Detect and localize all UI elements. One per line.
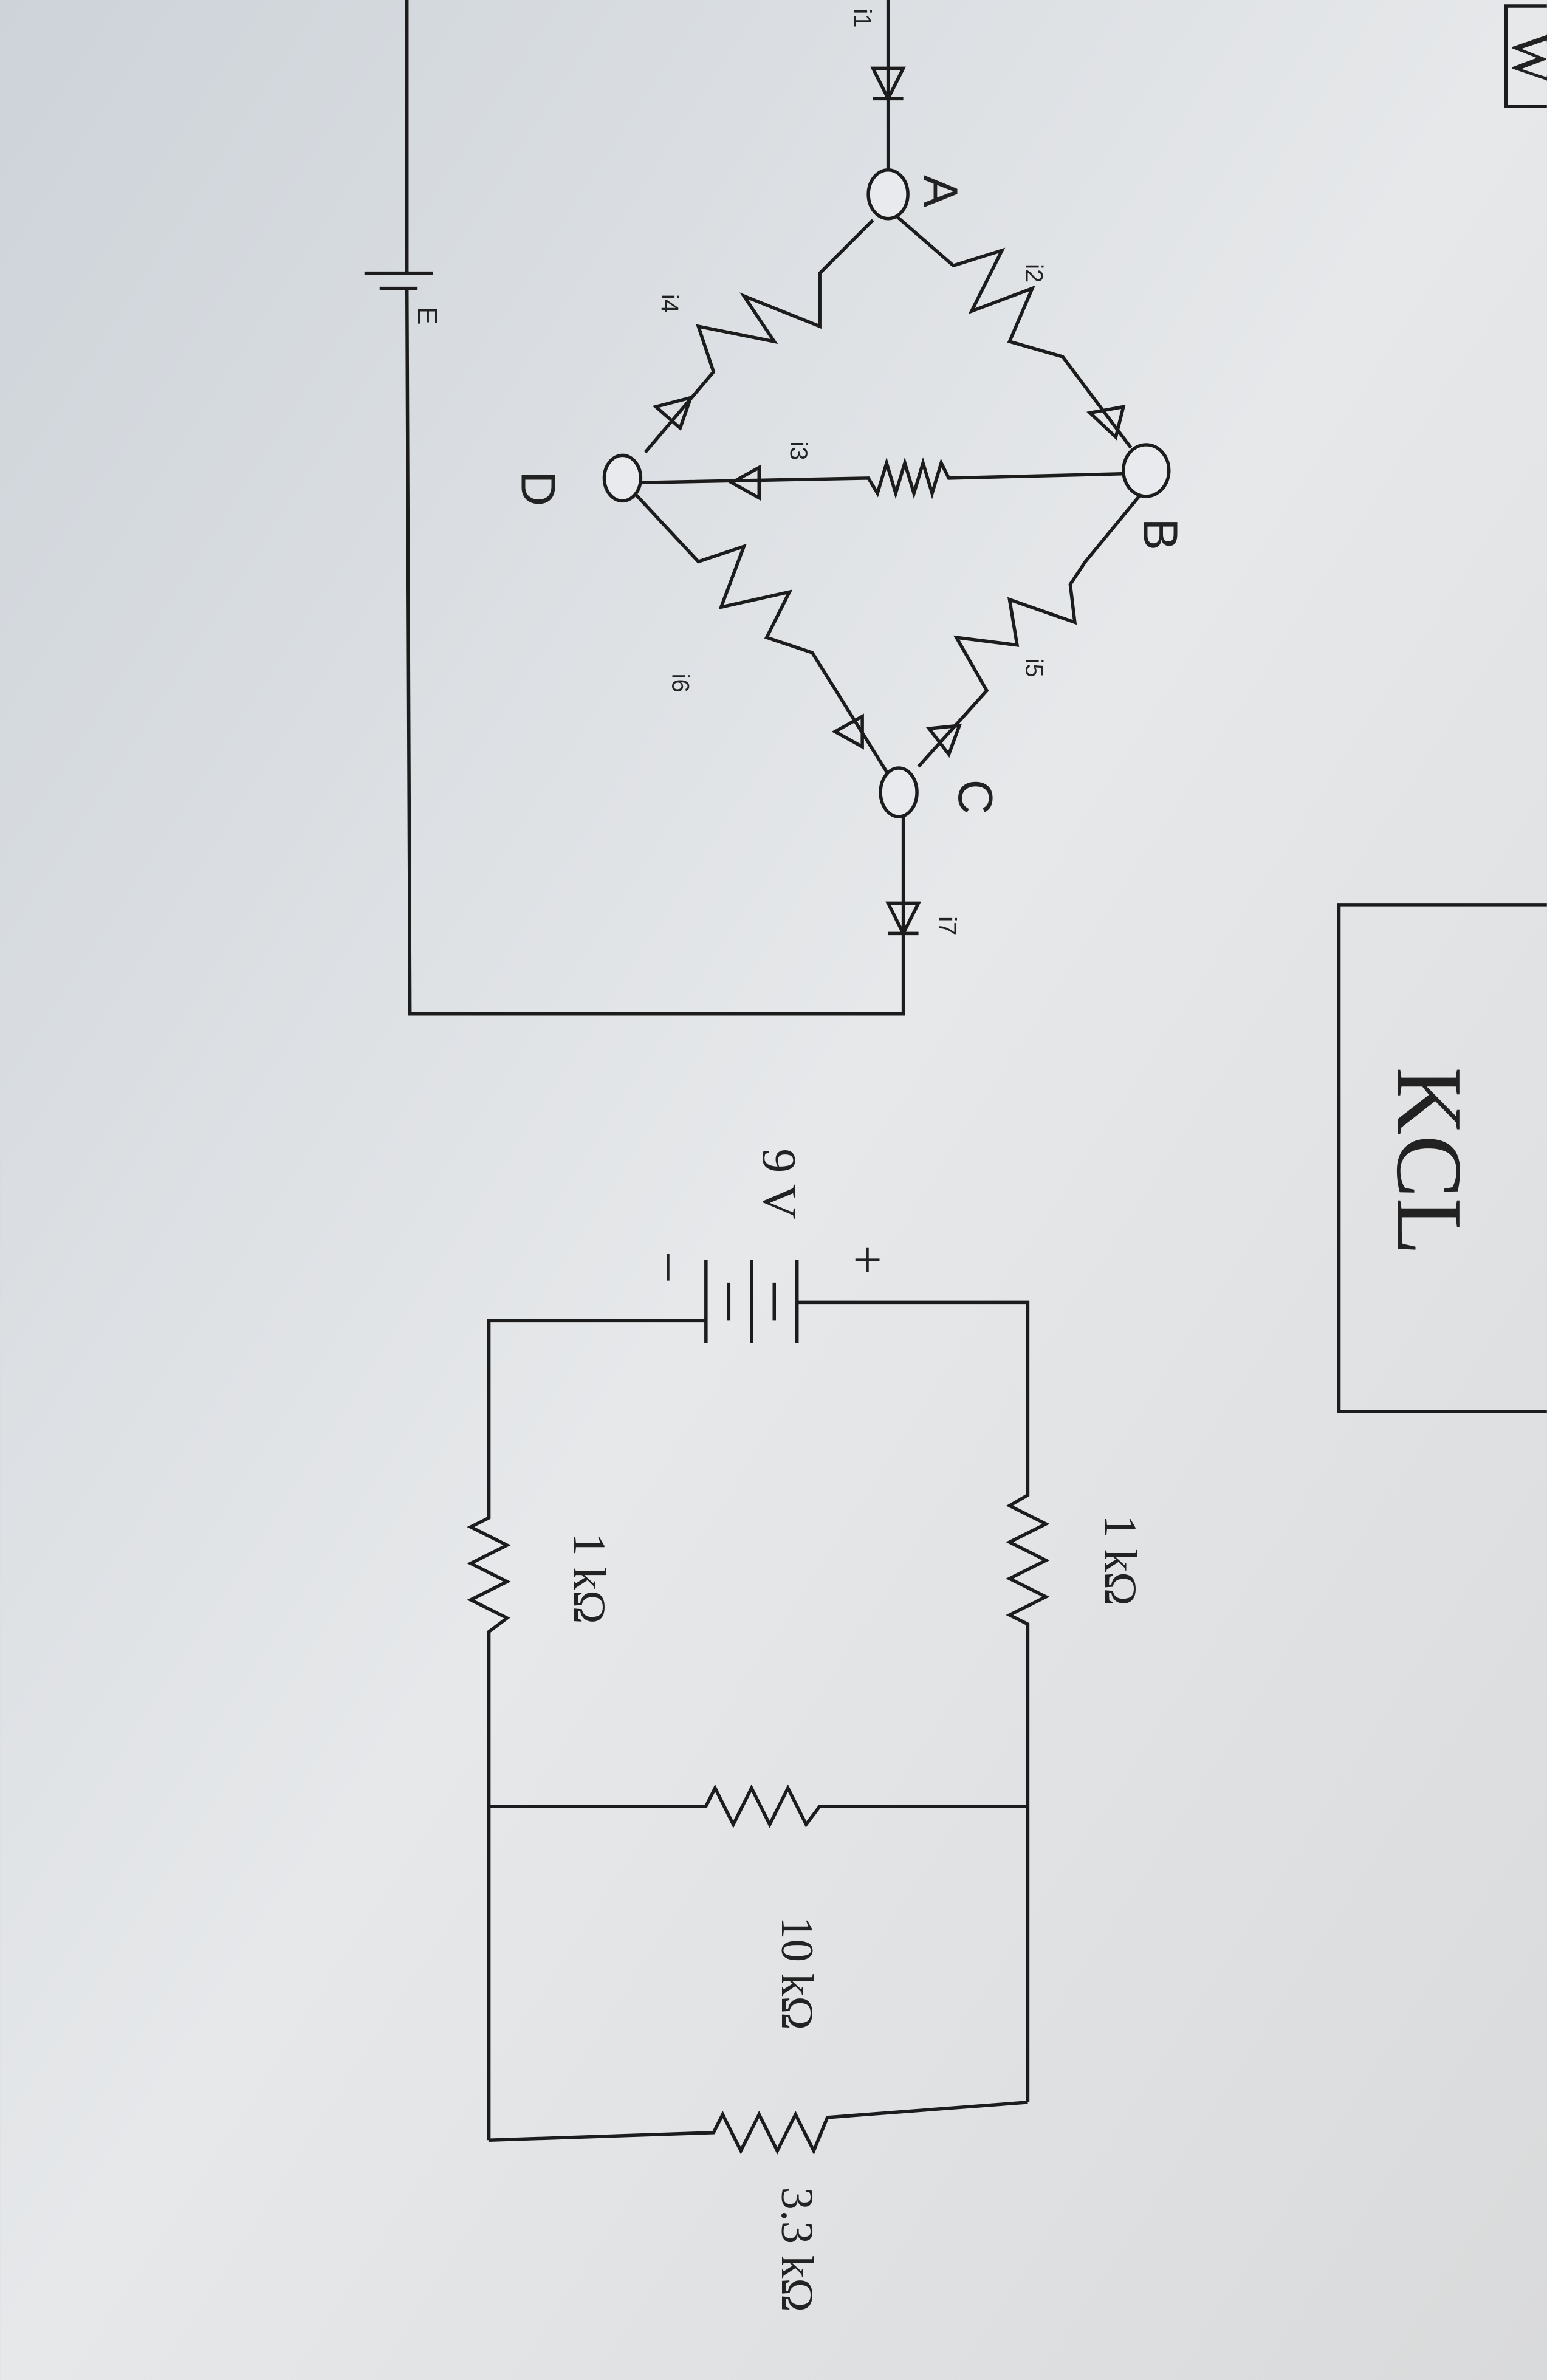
label-i7: i7 [934,916,961,935]
label-i3: i3 [785,441,812,460]
label-node-a: A [913,175,967,208]
resistor-dc [633,492,890,775]
label-resistor-3k3: 3.3 kΩ [772,2187,822,2312]
resistor-ab [894,214,1133,449]
battery-e [364,271,433,290]
arrow-i7 [885,901,922,938]
node-a [866,168,910,221]
resistor-ad [643,219,874,454]
label-resistor-10k: 10 kΩ [772,1916,822,2030]
arrow-i2 [1086,405,1126,441]
label-i2: i2 [1020,264,1047,283]
arrow-i1 [870,66,907,103]
title-label: KCL [1377,1067,1481,1255]
label-i5: i5 [1020,659,1047,677]
label-i6: i6 [667,674,693,693]
arrow-i3 [728,464,761,501]
series-parallel-circuit: + – 9 V 1 kΩ 1 kΩ 10 kΩ 3.3 kΩ [467,1148,1145,2312]
wire-top [797,1300,1050,2102]
label-source-e: E [412,307,443,325]
label-node-d: D [511,472,565,507]
corner-box: W [1501,4,1547,108]
corner-box-label: W [1501,32,1547,83]
wire-bottom [467,1319,706,2141]
label-i1: i1 [849,9,876,27]
node-c [879,766,919,818]
wire-i7 [405,288,905,1016]
arrow-i6 [831,713,864,750]
label-source-voltage: 9 V [752,1148,806,1219]
label-i4: i4 [656,294,683,313]
label-resistor-bottom: 1 kΩ [564,1533,614,1624]
label-plus: + [839,1245,896,1274]
resistor-10k [489,1784,1028,1828]
label-node-c: C [948,780,1003,815]
node-b [1122,443,1171,498]
arrow-i5 [925,723,962,758]
label-node-b: B [1134,518,1188,550]
label-minus: – [645,1254,702,1281]
arrow-i4 [652,395,694,431]
node-d [602,453,643,503]
label-resistor-top: 1 kΩ [1095,1515,1145,1605]
bridge-circuit: A B C D i1 i2 i3 i4 i5 i6 i7 E [364,0,1188,1016]
resistor-3k3 [489,2101,1028,2155]
resistor-bc [917,492,1143,768]
resistor-bd [637,457,1131,499]
title-box: KCL [1337,903,1547,1413]
